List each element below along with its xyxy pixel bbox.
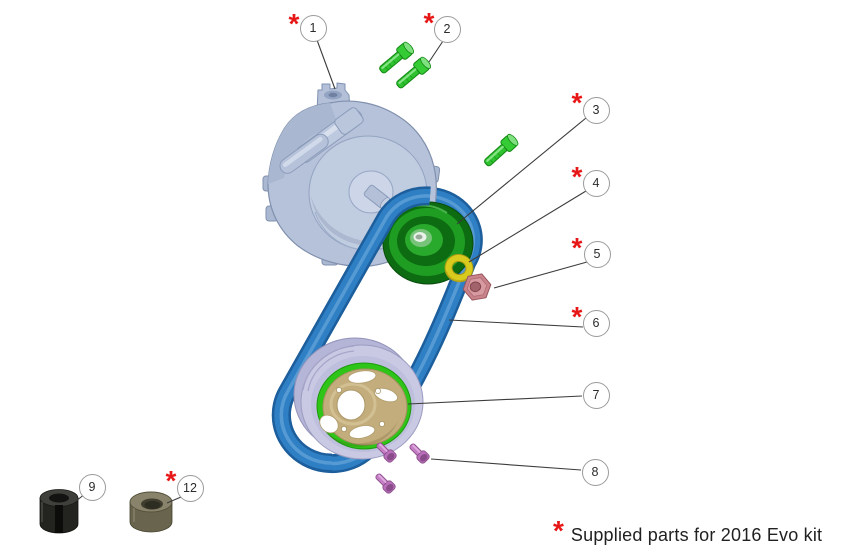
callout-12-label: 12	[183, 481, 197, 495]
leader-line-5	[493, 261, 588, 289]
pink-bolts-illustration	[372, 439, 431, 495]
leader-line-1	[316, 39, 336, 90]
callout-8-label: 8	[591, 465, 599, 479]
supplied-marker-5: *	[571, 232, 583, 263]
callout-8[interactable]: 8	[581, 458, 609, 486]
supplied-marker-12: *	[165, 465, 177, 496]
callout-4-label: 4	[592, 176, 600, 190]
legend: * Supplied parts for 2016 Evo kit	[553, 515, 823, 546]
nut-illustration	[462, 273, 492, 301]
callout-7-label: 7	[592, 388, 600, 402]
callout-2[interactable]: 2	[433, 15, 461, 43]
callout-7[interactable]: 7	[582, 381, 610, 409]
callout-1[interactable]: 1	[299, 14, 327, 42]
supplied-marker-1: *	[288, 8, 300, 39]
leader-line-3	[456, 117, 587, 225]
leader-line-4	[468, 190, 587, 263]
callout-9[interactable]: 9	[78, 473, 106, 501]
callout-3-label: 3	[592, 103, 600, 117]
supplied-marker-3: *	[571, 87, 583, 118]
callout-9-label: 9	[88, 480, 96, 494]
spacer-illustration	[129, 491, 173, 533]
legend-asterisk: *	[553, 515, 564, 546]
supplied-marker-2: *	[423, 7, 435, 38]
callout-5-label: 5	[593, 247, 601, 261]
leader-lines	[75, 39, 588, 504]
washer-illustration	[444, 253, 474, 283]
callout-6-label: 6	[592, 316, 600, 330]
belt-front-band	[271, 186, 431, 473]
callout-1-label: 1	[309, 21, 317, 35]
leader-line-2	[428, 40, 444, 63]
callout-2-label: 2	[443, 22, 451, 36]
leader-line-6	[448, 319, 584, 328]
callout-3[interactable]: 3	[582, 96, 610, 124]
supplied-marker-6: *	[571, 301, 583, 332]
supplied-marker-4: *	[571, 161, 583, 192]
callout-4[interactable]: 4	[582, 169, 610, 197]
clutch-pulley-illustration	[382, 201, 474, 285]
leader-line-8	[430, 458, 582, 471]
crank-pulley-illustration	[293, 337, 424, 460]
leader-line-7	[407, 395, 583, 405]
legend-text: Supplied parts for 2016 Evo kit	[570, 525, 823, 545]
leader-line-12	[166, 496, 182, 504]
callout-12[interactable]: 12	[176, 474, 204, 502]
callout-6[interactable]: 6	[582, 309, 610, 337]
bushing-illustration	[39, 489, 79, 534]
callout-5[interactable]: 5	[583, 240, 611, 268]
